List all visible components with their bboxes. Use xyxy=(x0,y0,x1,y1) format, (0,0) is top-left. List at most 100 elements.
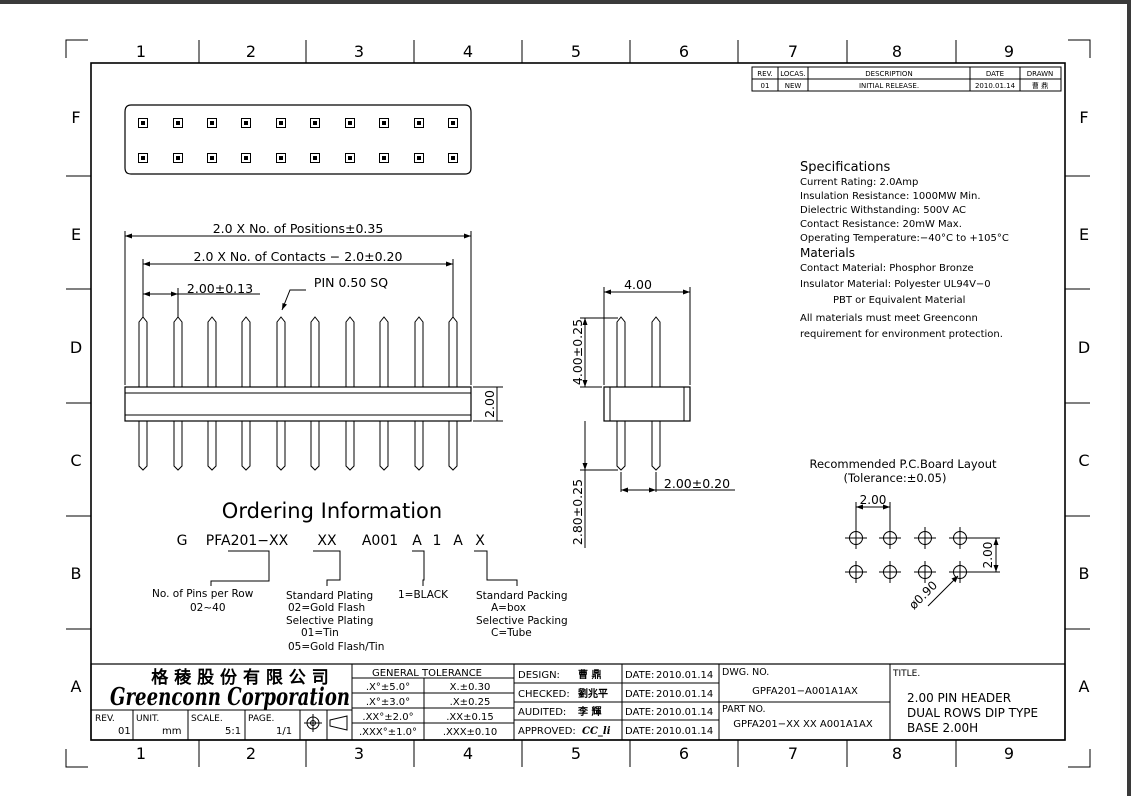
zone-row-left-a: A xyxy=(71,677,82,696)
zone-col-bottom-2: 2 xyxy=(246,744,256,763)
title-line-1: 2.00 PIN HEADER xyxy=(907,691,1011,705)
tolerance-linear-2: .XX±0.15 xyxy=(446,712,494,723)
part-no-label: PART NO. xyxy=(722,704,766,715)
order-code-g: G xyxy=(177,533,188,549)
top-view-pin xyxy=(138,118,148,128)
zone-col-bottom-5: 5 xyxy=(571,744,581,763)
zone-col-top-6: 6 xyxy=(679,42,689,61)
zone-col-top-2: 2 xyxy=(246,42,256,61)
top-view-pin xyxy=(448,118,458,128)
zone-row-left-d: D xyxy=(70,338,82,357)
zone-col-top-1: 1 xyxy=(136,42,146,61)
zone-row-left-f: F xyxy=(71,108,80,127)
material-contact: Contact Material: Phosphor Bronze xyxy=(800,263,974,274)
zone-row-right-e: E xyxy=(1079,225,1089,244)
pcb-layout: Recommended P.C.Board Layout (Tolerance:… xyxy=(809,457,1000,612)
rev-label: REV. xyxy=(95,714,115,724)
rev-cell-description: INITIAL RELEASE. xyxy=(859,82,919,90)
rev-header-rev: REV. xyxy=(757,70,772,78)
order-plating-label: Standard Plating xyxy=(286,590,373,602)
zone-col-bottom-6: 6 xyxy=(679,744,689,763)
top-view-pin xyxy=(310,118,320,128)
tolerance-linear-0: X.±0.30 xyxy=(450,682,491,693)
spec-line-contact-resistance: Contact Resistance: 20mW Max. xyxy=(800,219,962,230)
page-label: PAGE. xyxy=(248,714,274,724)
drawing-border xyxy=(90,62,1066,741)
order-code-a001: A001 xyxy=(362,533,398,549)
sheet-corner-brackets xyxy=(65,39,1091,768)
rev-cell-drawn: 曹 鼎 xyxy=(1032,81,1048,90)
top-view-pin xyxy=(241,153,251,163)
unit-value: mm xyxy=(162,726,181,737)
zone-row-right-d: D xyxy=(1078,338,1090,357)
company-name-chinese: 格 稜 股 份 有 限 公 司 xyxy=(151,667,328,688)
top-view-pin xyxy=(207,153,217,163)
top-view-pin xyxy=(276,118,286,128)
dim-lower-length-label: 2.80±0.25 xyxy=(570,479,585,545)
order-packing-c: C=Tube xyxy=(491,627,532,639)
dim-contacts-label: 2.0 X No. of Contacts − 2.0±0.20 xyxy=(194,249,403,264)
spec-line-dielectric: Dielectric Withstanding: 500V AC xyxy=(800,205,966,216)
order-code-packing: X xyxy=(475,533,485,549)
rev-cell-date: 2010.01.14 xyxy=(975,82,1016,90)
pcb-layout-title: Recommended P.C.Board Layout xyxy=(809,457,997,471)
material-note-1: All materials must meet Greenconn xyxy=(800,313,978,324)
rev-cell-rev: 01 xyxy=(761,82,770,90)
pcb-hole xyxy=(914,561,936,583)
dim-pitch-label: 2.00±0.13 xyxy=(187,281,253,296)
top-view-pin xyxy=(345,118,355,128)
date-label-2: DATE: xyxy=(625,689,654,700)
dim-body-height-label: 2.00 xyxy=(482,390,497,418)
zone-col-top-8: 8 xyxy=(892,42,902,61)
top-view-pin xyxy=(173,153,183,163)
date-label-1: DATE: xyxy=(625,670,654,681)
zone-col-top-4: 4 xyxy=(463,42,473,61)
order-plating-05: 05=Gold Flash/Tin xyxy=(288,641,384,653)
order-code-color: 1 xyxy=(433,533,442,549)
zone-col-bottom-4: 4 xyxy=(463,744,473,763)
pcb-hole-label: ø0.90 xyxy=(906,578,940,612)
title-line-3: BASE 2.00H xyxy=(907,721,978,735)
ordering-title: Ordering Information xyxy=(222,499,442,523)
pcb-layout-tolerance: (Tolerance:±0.05) xyxy=(844,471,947,485)
order-selective-plating: Selective Plating xyxy=(286,615,373,627)
rev-header-locas: LOCAS. xyxy=(780,70,806,78)
rev-header-date: DATE xyxy=(986,70,1004,78)
tolerance-title: GENERAL TOLERANCE xyxy=(372,668,482,679)
zone-col-top-9: 9 xyxy=(1004,42,1014,61)
order-packing-a: A=box xyxy=(491,602,526,614)
zone-col-bottom-7: 7 xyxy=(788,744,798,763)
tolerance-linear-3: .XXX±0.10 xyxy=(443,727,497,738)
pcb-hole xyxy=(845,561,867,583)
side-view-pin xyxy=(651,316,661,471)
scale-label: SCALE. xyxy=(191,714,223,724)
revision-table: REV. LOCAS. DESCRIPTION DATE DRAWN 01 NE… xyxy=(751,66,1062,92)
dim-pin-label: PIN 0.50 SQ xyxy=(314,275,388,290)
order-plating-01: 01=Tin xyxy=(301,627,339,639)
checked-value: 劉兆平 xyxy=(578,687,608,700)
audited-value: 李 輝 xyxy=(577,705,601,718)
date-value-3: 2010.01.14 xyxy=(656,707,713,718)
zone-ticks xyxy=(66,40,1090,767)
order-code-a2: A xyxy=(453,533,463,549)
zone-col-top-5: 5 xyxy=(571,42,581,61)
specifications-block: Specifications Current Rating: 2.0Amp In… xyxy=(800,160,1009,340)
zone-row-left-e: E xyxy=(71,225,81,244)
pcb-hole xyxy=(845,527,867,549)
order-plating-02: 02=Gold Flash xyxy=(288,602,365,614)
zone-col-bottom-8: 8 xyxy=(892,744,902,763)
design-value: 曹 鼎 xyxy=(578,668,601,681)
top-view-pin xyxy=(173,118,183,128)
zone-col-bottom-9: 9 xyxy=(1004,744,1014,763)
dim-side-width-label: 4.00 xyxy=(624,277,652,292)
order-code-pins: XX xyxy=(317,533,337,549)
zone-row-right-f: F xyxy=(1079,108,1088,127)
material-insulator: Insulator Material: Polyester UL94V−0 xyxy=(800,279,991,290)
top-view-pin xyxy=(241,118,251,128)
page-value: 1/1 xyxy=(276,726,292,737)
date-label-4: DATE: xyxy=(625,726,654,737)
date-value-1: 2010.01.14 xyxy=(656,670,713,681)
order-code-series: PFA201−XX xyxy=(206,533,289,549)
audited-label: AUDITED: xyxy=(518,707,566,718)
